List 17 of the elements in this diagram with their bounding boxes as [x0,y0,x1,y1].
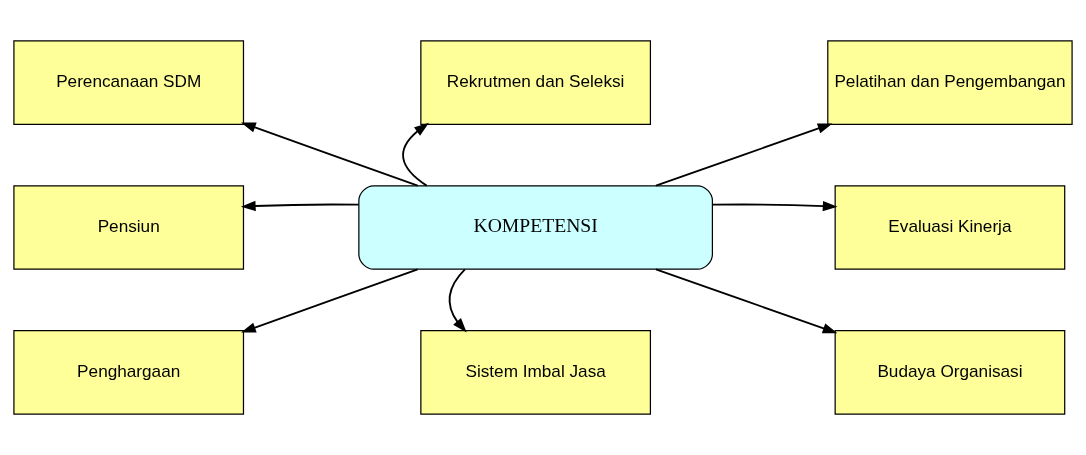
node-box: Sistem Imbal Jasa [420,330,652,415]
arrow [655,268,838,334]
node-box: Rekrutmen dan Seleksi [420,40,652,125]
arrow [241,122,419,187]
arrow [448,268,467,333]
node-box: Perencanaan SDM [13,40,245,125]
arrow [240,200,360,212]
arrow [655,123,833,187]
node-box: Pelatihan dan Pengembangan [827,40,1073,125]
node-box: Budaya Organisasi [834,330,1066,415]
arrow [402,122,429,187]
arrow [241,268,419,333]
node-box: Pensiun [13,185,245,270]
node-box: Evaluasi Kinerja [834,185,1066,270]
arrow [711,200,838,212]
node-box: KOMPETENSI [358,185,713,270]
node-box: Penghargaan [13,330,245,415]
